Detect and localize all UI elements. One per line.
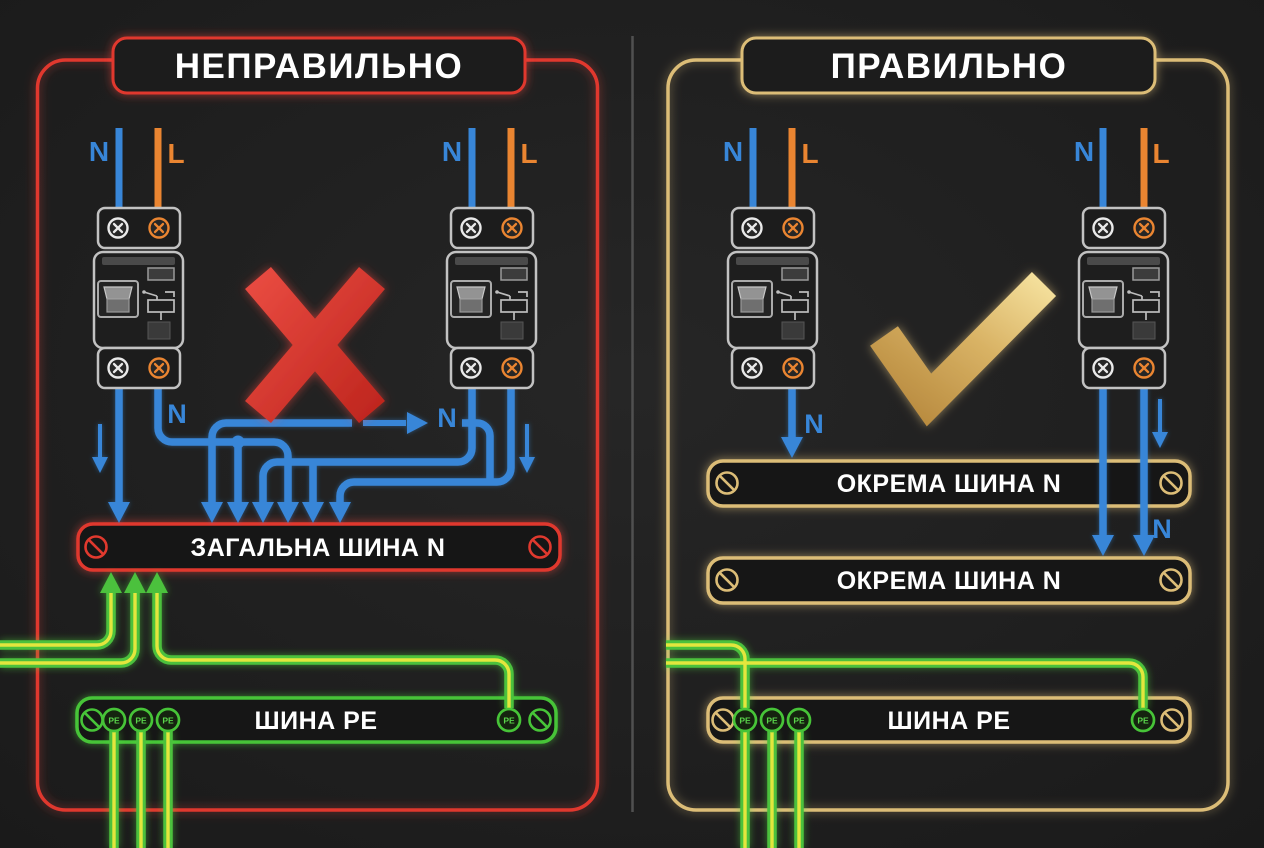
pe-terminal-label: PE <box>793 716 805 726</box>
pe-terminal-label: PE <box>766 716 778 726</box>
pe-bus-right <box>706 696 1192 744</box>
pe-terminal-label: PE <box>739 716 751 726</box>
n-flow-label: N <box>804 409 824 439</box>
n-wires-left <box>92 388 535 523</box>
wire-junction-dot <box>231 435 245 449</box>
n-wire-label: N <box>442 136 462 167</box>
separate-n-bus-1-label: ОКРЕМА ШИНА N <box>837 470 1062 498</box>
incorrect-title: НЕПРАВИЛЬНО <box>175 47 463 86</box>
pe-arrowheads-into-n-bus <box>100 572 168 593</box>
correct-title: ПРАВИЛЬНО <box>831 47 1068 86</box>
n-wire <box>154 388 292 502</box>
n-wire <box>462 419 494 482</box>
pe-terminal-label: PE <box>162 716 174 726</box>
incorrect-title-pill <box>111 36 527 95</box>
pe-wires-left <box>0 572 514 848</box>
panel-incorrect: ЗАГАЛЬНА ШИНА N PE PE PE PE ШИНА PE N L … <box>0 36 600 848</box>
l-wire-label: L <box>167 138 184 169</box>
pe-wires-right <box>666 640 1148 848</box>
panel-correct: ОКРЕМА ШИНА N ОКРЕМА ШИНА N PE PE PE PE … <box>666 36 1230 848</box>
check-mark-icon <box>870 272 1057 427</box>
separate-n-bus-2-label: ОКРЕМА ШИНА N <box>837 567 1062 595</box>
separate-n-bus-1 <box>706 459 1192 508</box>
n-flow-label: N <box>437 403 457 433</box>
n-wire-label: N <box>1074 136 1094 167</box>
separate-n-bus-2 <box>706 556 1192 605</box>
pe-bus-left <box>75 696 558 744</box>
pe-bus-label: ШИНА PE <box>255 707 378 735</box>
pe-terminal-label: PE <box>135 716 147 726</box>
rcd-device <box>447 208 536 388</box>
pe-terminal-label: PE <box>503 716 515 726</box>
rcd-device <box>94 208 183 388</box>
pe-bus-label: ШИНА PE <box>888 707 1011 735</box>
n-wire-label: N <box>723 136 743 167</box>
l-wire-label: L <box>520 138 537 169</box>
n-wire <box>336 388 515 502</box>
n-wire <box>208 419 352 502</box>
common-n-bus-label: ЗАГАЛЬНА ШИНА N <box>191 534 446 562</box>
correct-title-pill <box>740 36 1157 95</box>
cross-mark-icon <box>245 266 385 424</box>
n-flow-label: N <box>1152 514 1172 544</box>
l-wire-label: L <box>1152 138 1169 169</box>
n-wires-right <box>781 388 1168 556</box>
n-wire-label: N <box>89 136 109 167</box>
rcd-device <box>1079 208 1168 388</box>
rcd-device <box>728 208 817 388</box>
pe-terminal-label: PE <box>108 716 120 726</box>
n-wire <box>259 388 476 502</box>
l-wire-label: L <box>801 138 818 169</box>
pe-terminal-label: PE <box>1137 716 1149 726</box>
n-flow-label: N <box>167 399 187 429</box>
common-n-bus <box>76 522 562 572</box>
